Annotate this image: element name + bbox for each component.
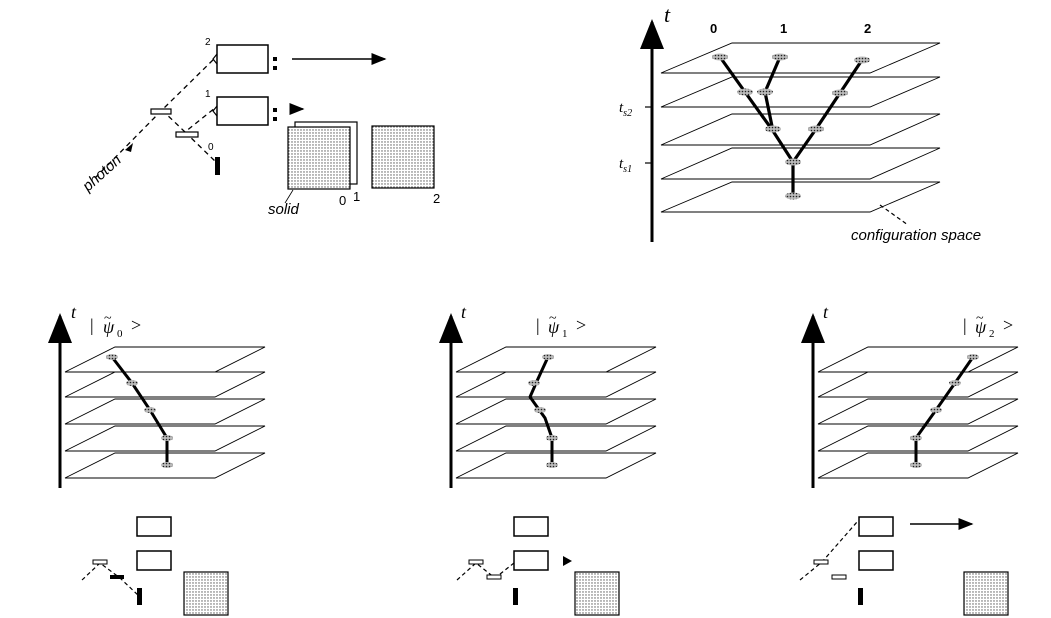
svg-text:|: | [536,315,540,335]
solid-plate-2 [371,125,435,189]
detector-1 [216,96,269,126]
solid-plate-0 [287,126,351,190]
state-1-axis-label: t [461,302,467,322]
mini-setup-0 [81,516,229,616]
state-panel-0: t | ψ ~ 0 > [48,302,266,616]
svg-text:~: ~ [976,311,984,326]
svg-text:>: > [576,315,586,335]
mini-setup-2 [799,516,1009,616]
state-2-ket: | ψ ~ 2 > [963,311,1013,340]
state-panel-1: t | ψ ~ 1 > [439,302,657,616]
tick-ts1: ts1 [619,156,632,175]
svg-text:|: | [963,315,967,335]
configuration-planes [660,42,941,213]
state-panel-2: t | ψ ~ 2 > [799,302,1019,616]
svg-text:~: ~ [104,311,112,326]
port-label-1: 1 [205,89,211,100]
port-label-2: 2 [205,37,211,48]
plate-label-1: 1 [353,189,360,204]
experimental-setup: 2 1 0 photon solid 0 1 2 [79,37,441,218]
svg-text:|: | [90,315,94,335]
beam-splitter-2 [175,131,199,138]
svg-text:>: > [131,315,141,335]
svg-text:ψ: ψ [975,317,987,337]
svg-text:>: > [1003,315,1013,335]
photon-label: photon [79,152,125,196]
photon-path [94,57,216,179]
mini-setup-1 [456,516,620,616]
column-label-0: 0 [710,21,717,36]
detector-2 [216,44,269,74]
photon-arrow-icon [125,143,133,152]
svg-text:~: ~ [549,311,557,326]
svg-text:0: 0 [117,328,123,340]
state-0-ket: | ψ ~ 0 > [90,311,141,340]
beam-splitter-1 [150,108,172,115]
time-axis-label: t [664,2,671,27]
state-1-ket: | ψ ~ 1 > [536,311,586,340]
branching-diagram: t 0 1 2 ts2 ts1 [619,2,981,244]
configuration-space-label: configuration space [851,227,981,244]
svg-text:ψ: ψ [103,317,115,337]
state-0-axis-label: t [71,302,77,322]
branch-nodes [712,53,870,200]
column-label-1: 1 [780,21,787,36]
photon-path-branch-0 [184,131,218,164]
port-label-0: 0 [208,142,214,153]
state-2-axis-label: t [823,302,829,322]
plate-label-2: 2 [433,191,440,206]
absorber-0 [215,157,220,175]
svg-text:ψ: ψ [548,317,560,337]
solid-label: solid [268,201,300,218]
svg-text:1: 1 [562,328,568,340]
plate-label-0: 0 [339,193,346,208]
column-label-2: 2 [864,21,871,36]
tick-ts2: ts2 [619,100,632,119]
svg-text:2: 2 [989,328,995,340]
